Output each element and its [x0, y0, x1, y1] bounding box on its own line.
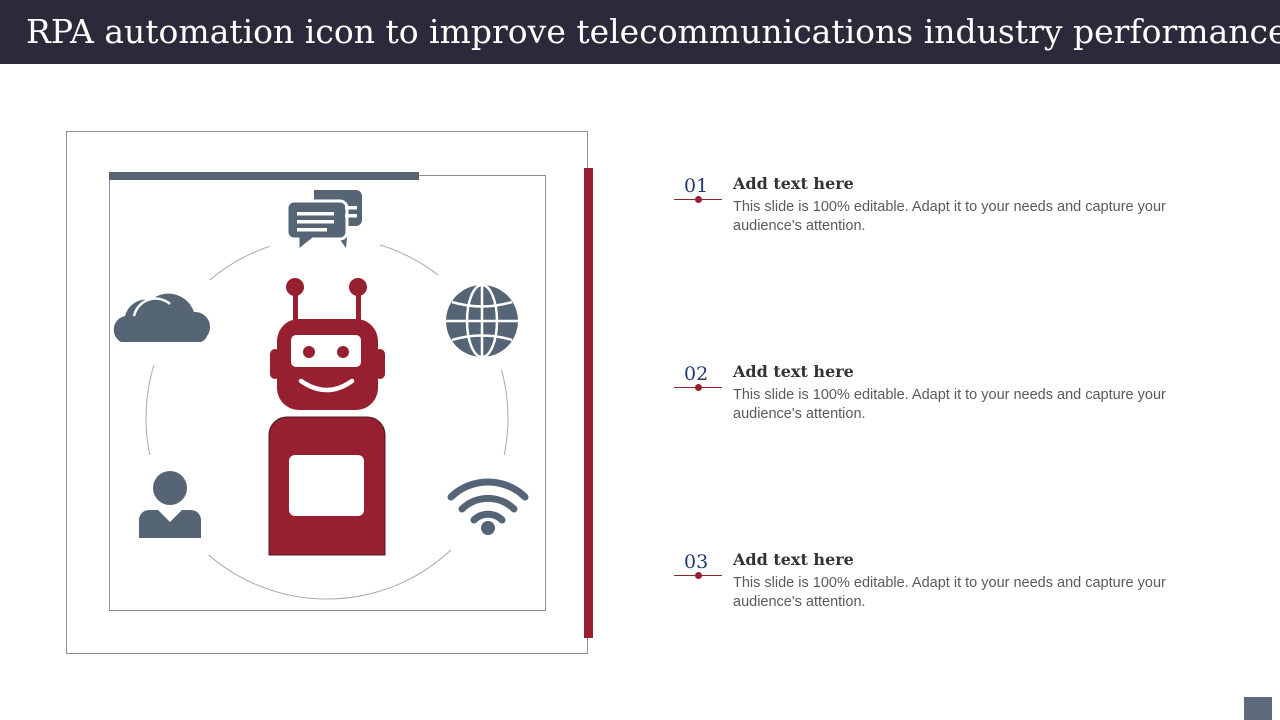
- wifi-icon: [447, 478, 529, 535]
- item-heading: Add text here: [733, 362, 854, 381]
- number-dot: [695, 384, 702, 391]
- item-description: This slide is 100% editable. Adapt it to…: [733, 575, 1166, 610]
- item-description: This slide is 100% editable. Adapt it to…: [733, 387, 1166, 422]
- chat-bubbles-icon: [285, 190, 362, 255]
- automation-illustration: [110, 180, 540, 600]
- cloud-icon: [113, 293, 211, 342]
- accent-bar: [109, 172, 419, 180]
- item-heading: Add text here: [733, 550, 854, 569]
- list-item: 01 Add text here This slide is 100% edit…: [672, 174, 1212, 254]
- item-description: This slide is 100% editable. Adapt it to…: [733, 199, 1166, 234]
- item-heading: Add text here: [733, 174, 854, 193]
- user-icon: [139, 471, 201, 538]
- item-number: 01: [684, 175, 709, 197]
- robot-icon: [268, 278, 386, 556]
- title-bar: RPA automation icon to improve telecommu…: [0, 0, 1280, 64]
- list-item: 02 Add text here This slide is 100% edit…: [672, 362, 1212, 442]
- number-dot: [695, 572, 702, 579]
- divider-bar: [584, 168, 593, 638]
- slide-title: RPA automation icon to improve telecommu…: [26, 12, 1280, 51]
- item-number: 03: [684, 551, 709, 573]
- globe-icon: [446, 283, 518, 359]
- corner-block: [1244, 697, 1272, 720]
- item-number: 02: [684, 363, 709, 385]
- list-item: 03 Add text here This slide is 100% edit…: [672, 550, 1212, 630]
- number-dot: [695, 196, 702, 203]
